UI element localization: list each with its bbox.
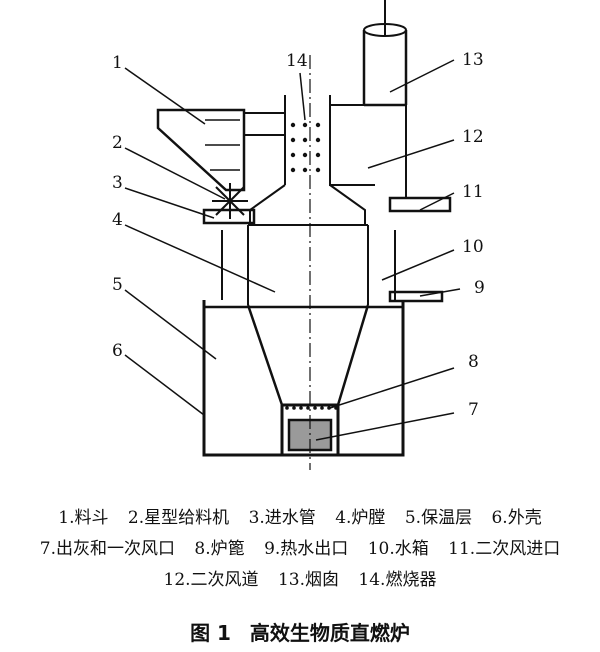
leader-5 bbox=[124, 289, 217, 360]
burner-tube bbox=[284, 95, 331, 185]
callout-8: 8 bbox=[468, 352, 479, 372]
star-feeder bbox=[212, 183, 248, 219]
furnace-upper-cone bbox=[249, 184, 366, 225]
left-upper-block bbox=[243, 112, 286, 185]
secondary-air-inlet-plate bbox=[388, 196, 452, 213]
leader-2 bbox=[124, 147, 226, 200]
furnace-diagram: 1 2 3 4 5 6 7 8 9 10 11 12 13 14 bbox=[112, 0, 485, 470]
legend-item: 13.烟囱 bbox=[277, 570, 340, 590]
legend-item: 14.燃烧器 bbox=[358, 570, 437, 590]
leader-14 bbox=[299, 72, 306, 121]
callout-4: 4 bbox=[112, 210, 123, 230]
callout-2: 2 bbox=[112, 133, 123, 153]
water-tank bbox=[221, 230, 396, 300]
hopper bbox=[156, 108, 246, 192]
burner-dots bbox=[290, 122, 321, 173]
legend-row-3: 12.二次风道 13.烟囱 14.燃烧器 bbox=[0, 565, 600, 590]
chimney bbox=[362, 30, 408, 107]
callout-9: 9 bbox=[474, 278, 485, 298]
callout-11: 11 bbox=[462, 182, 484, 202]
legend-item: 6.外壳 bbox=[491, 508, 542, 528]
leader-11 bbox=[419, 192, 455, 211]
callout-3: 3 bbox=[112, 173, 123, 193]
legend-item: 9.热水出口 bbox=[264, 539, 349, 559]
callout-10: 10 bbox=[462, 237, 484, 257]
legend-item: 7.出灰和一次风口 bbox=[39, 539, 176, 559]
callout-13: 13 bbox=[462, 50, 484, 70]
figure-title: 高效生物质直燃炉 bbox=[249, 621, 410, 645]
figure-number: 图 1 bbox=[190, 621, 231, 645]
leader-9 bbox=[419, 288, 461, 297]
legend-row-1: 1.料斗 2.星型给料机 3.进水管 4.炉膛 5.保温层 6.外壳 bbox=[0, 503, 600, 528]
callout-5: 5 bbox=[112, 275, 123, 295]
callout-7: 7 bbox=[468, 400, 479, 420]
legend-item: 11.二次风进口 bbox=[448, 539, 561, 559]
legend-item: 3.进水管 bbox=[248, 508, 316, 528]
legend-row-2: 7.出灰和一次风口 8.炉篦 9.热水出口 10.水箱 11.二次风进口 bbox=[0, 534, 600, 559]
legend-item: 12.二次风道 bbox=[163, 570, 259, 590]
legend-item: 5.保温层 bbox=[404, 508, 473, 528]
legend-item: 4.炉膛 bbox=[335, 508, 386, 528]
furnace-lower-cone bbox=[246, 304, 370, 406]
hopper-stripes bbox=[205, 119, 240, 171]
hot-water-outlet-plate bbox=[388, 290, 444, 303]
leader-8 bbox=[329, 367, 455, 409]
leader-3 bbox=[124, 187, 215, 219]
legend-item: 8.炉篦 bbox=[194, 539, 245, 559]
legend-item: 10.水箱 bbox=[367, 539, 429, 559]
legend-item: 2.星型给料机 bbox=[127, 508, 230, 528]
leader-4 bbox=[124, 224, 276, 293]
callout-12: 12 bbox=[462, 127, 484, 147]
air-duct-block bbox=[329, 104, 407, 198]
figure-caption: 图 1 高效生物质直燃炉 bbox=[0, 617, 600, 646]
callout-1: 1 bbox=[112, 53, 123, 73]
callout-6: 6 bbox=[112, 341, 123, 361]
furnace-chamber bbox=[247, 224, 369, 305]
leader-13 bbox=[389, 59, 455, 93]
callout-14: 14 bbox=[286, 51, 308, 71]
leader-12 bbox=[367, 139, 455, 169]
leader-1 bbox=[124, 67, 206, 125]
leader-7 bbox=[315, 412, 455, 441]
leader-10 bbox=[381, 249, 455, 281]
legend-item: 1.料斗 bbox=[58, 508, 109, 528]
grate-dots bbox=[285, 406, 338, 410]
leader-6 bbox=[124, 354, 205, 416]
